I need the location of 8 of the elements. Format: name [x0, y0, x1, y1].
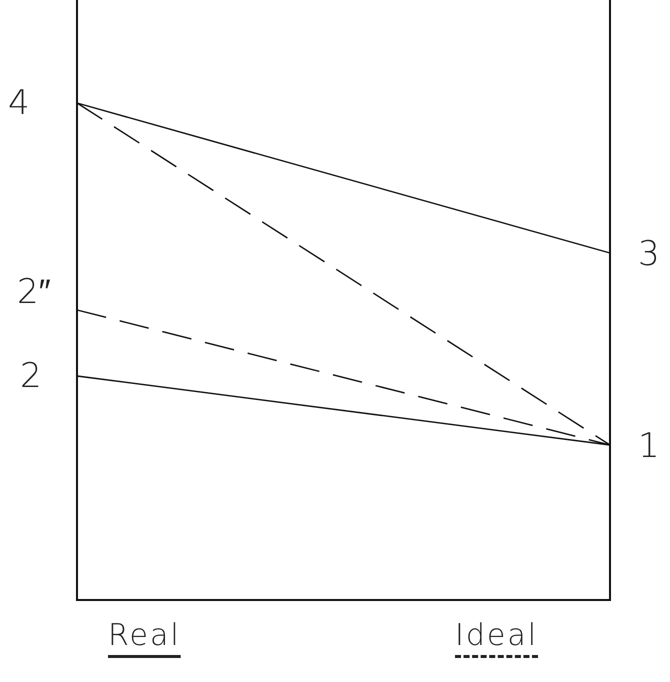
point-label: 3: [638, 236, 660, 272]
point-label: 2: [20, 358, 42, 394]
point-label: 2″: [17, 274, 51, 310]
dashed-line: [76, 102, 610, 446]
point-label: 1: [638, 428, 660, 464]
line: [76, 375, 610, 446]
line: [76, 102, 610, 254]
point-label: 4: [8, 85, 30, 121]
